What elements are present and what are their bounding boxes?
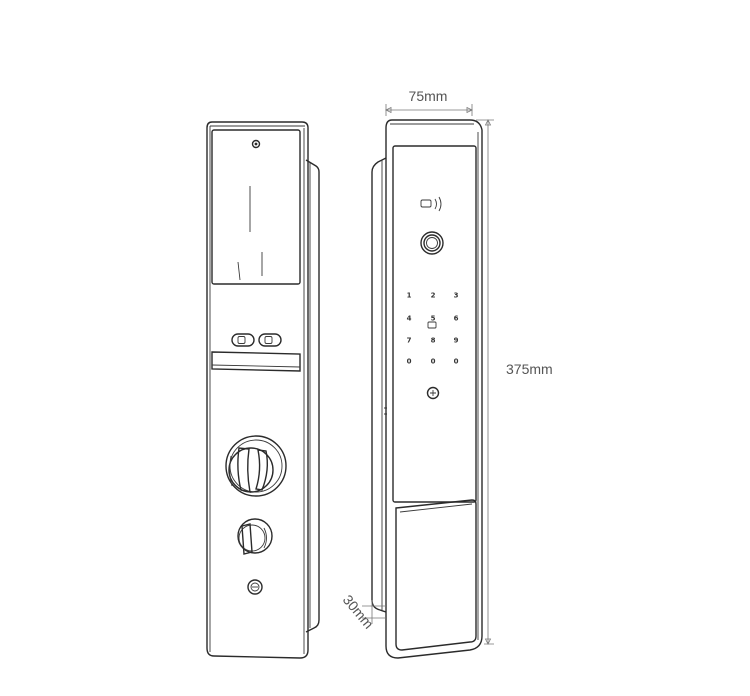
keypad-key: 3 [454, 292, 459, 300]
outside-lock-upper-panel [392, 145, 477, 503]
inside-lock-screw [247, 579, 263, 595]
inside-lock-top-panel [211, 129, 301, 285]
keypad-key: 7 [407, 337, 412, 345]
keypad-key: 1 [407, 292, 412, 300]
keypad-key: 4 [407, 315, 412, 323]
left-small-button [231, 333, 255, 347]
keypad-key: 9 [454, 337, 459, 345]
nfc-icon [420, 196, 442, 212]
width-dimension: 75mm [385, 88, 473, 116]
keypad-key: 2 [431, 292, 436, 300]
outside-lock-plate [385, 119, 483, 659]
outside-lock-lower-panel [395, 499, 477, 651]
keypad-mid-symbol [427, 321, 437, 329]
inside-lock-side-panel [305, 159, 320, 633]
keypad-key: 0 [454, 358, 459, 366]
inside-lock-small-knob [237, 518, 273, 555]
height-dimension: 375mm [476, 119, 553, 645]
keypad-key: 8 [431, 337, 436, 345]
inside-lock-battery-buttons [231, 333, 282, 347]
height-label: 375mm [506, 361, 553, 377]
depth-dimension: 30mm [340, 592, 386, 632]
inside-lock-slot [211, 351, 301, 372]
lock-icon [426, 386, 440, 400]
fingerprint-sensor-icon [420, 231, 444, 255]
keypad-key: 6 [454, 315, 459, 323]
keypad-key: 0 [407, 358, 412, 366]
outside-lock-side-panel [371, 157, 387, 613]
width-label: 75mm [409, 88, 448, 104]
inside-lock-camera-dot [251, 139, 261, 149]
outside-lock-view: 1 2 3 4 5 6 7 8 9 0 0 0 [371, 119, 483, 659]
right-small-button [258, 333, 282, 347]
inside-lock-view [206, 121, 320, 659]
inside-lock-thumb-knob [225, 435, 287, 497]
keypad-key: 5 [431, 315, 436, 323]
keypad: 1 2 3 4 5 6 7 8 9 0 0 0 [407, 292, 459, 366]
inside-lock-plate [206, 121, 309, 659]
keypad-key: 0 [431, 358, 436, 366]
